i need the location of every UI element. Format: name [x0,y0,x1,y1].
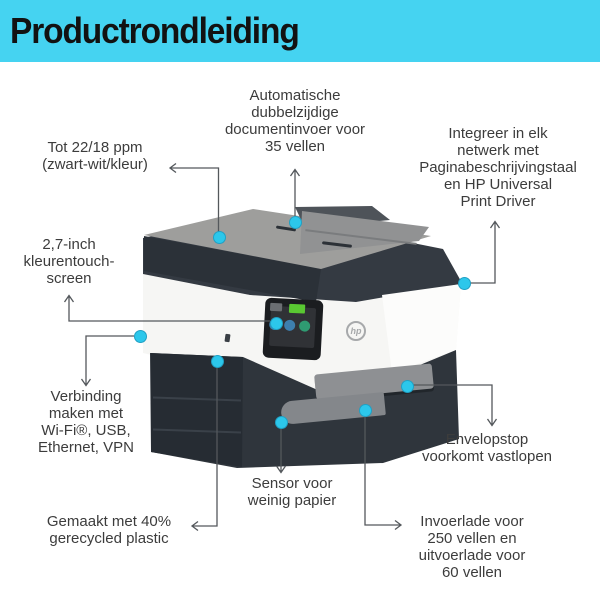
callout-dot-trays [359,404,372,417]
callout-connectivity-label: Verbinding maken met Wi-Fi®, USB, Ethern… [38,388,134,456]
control-panel [262,297,324,361]
callout-paper-sensor-label: Sensor voor weinig papier [247,475,337,509]
callout-print-speed-label: Tot 22/18 ppm (zwart-wit/kleur) [42,139,148,173]
hp-logo: hp [346,321,366,341]
callout-envelope-stop-label: Envelopstop voorkomt vastlopen [421,431,553,465]
callout-dot-network [458,277,471,290]
callout-touchscreen-label: 2,7-inch kleurentouch- screen [23,236,115,287]
callout-dot-recycled [211,355,224,368]
connector-network [470,220,501,284]
callout-dot-envelope-stop [401,380,414,393]
callout-recycled-label: Gemaakt met 40% gerecycled plastic [46,513,172,547]
callout-dot-print-speed [213,231,226,244]
callout-dot-adf [289,216,302,229]
callout-network-label: Integreer in elk netwerk met Paginabesch… [419,125,577,210]
callout-trays-label: Invoerlade voor 250 vellen en uitvoerlad… [418,513,526,581]
callout-dot-paper-sensor [275,416,288,429]
connector-connectivity [80,335,134,387]
callout-dot-connectivity [134,330,147,343]
page-header: Productrondleiding [0,0,600,62]
page-title: Productrondleiding [10,10,300,51]
callout-dot-touchscreen [270,317,283,330]
screen-widget [269,302,283,312]
callout-adf-label: Automatische dubbelzijdige documentinvoe… [224,87,366,155]
screen-widget [288,303,306,314]
